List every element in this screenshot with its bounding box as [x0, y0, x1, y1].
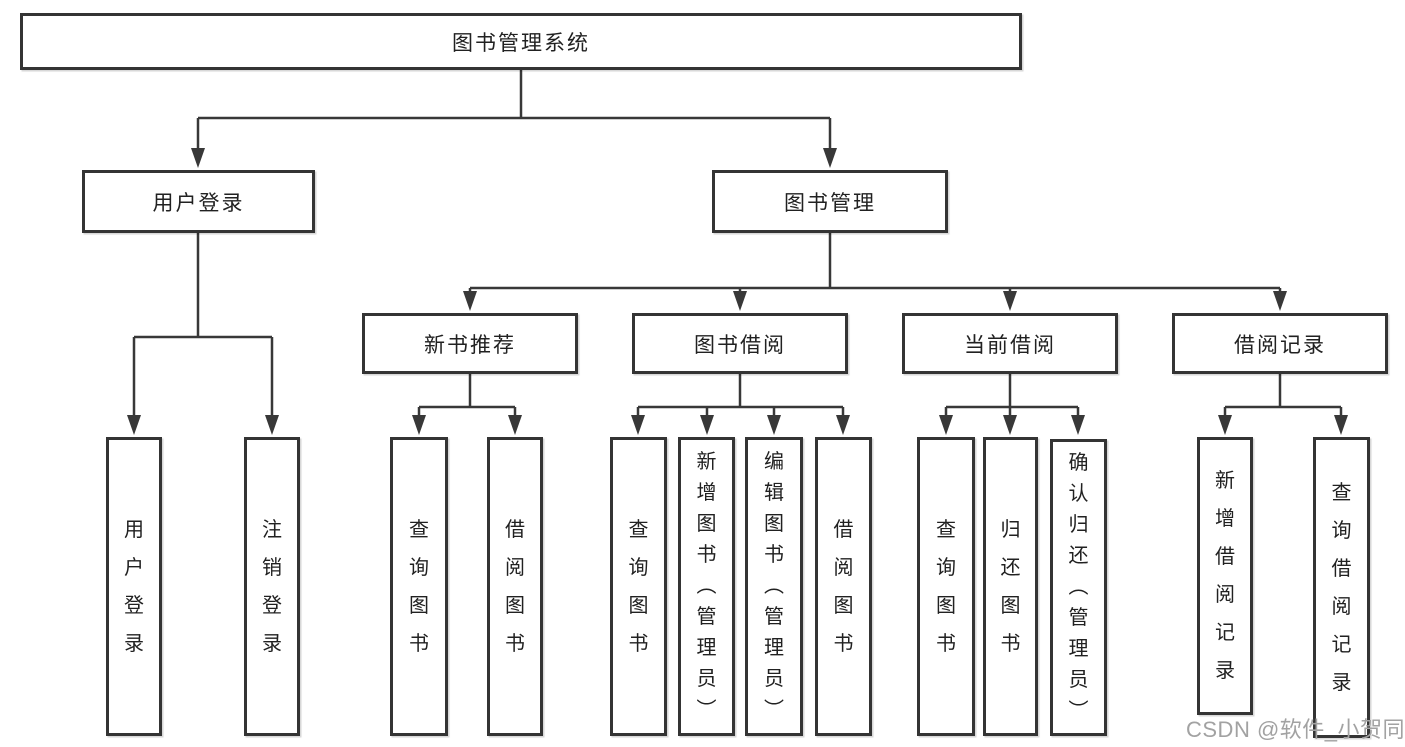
- node-leaf-nb-borrow-books: 借阅图书: [487, 437, 543, 736]
- arrowhead-down-icon: [127, 415, 141, 435]
- node-label: 借阅图书: [833, 518, 854, 655]
- node-leaf-cb-confirm-return: 确认归还︵管理员︶: [1050, 439, 1107, 736]
- arrowhead-down-icon: [508, 415, 522, 435]
- node-borrow-records: 借阅记录: [1172, 313, 1388, 374]
- arrowhead-down-icon: [700, 415, 714, 435]
- arrowhead-down-icon: [836, 415, 850, 435]
- node-label: 用户登录: [152, 191, 245, 215]
- watermark-text: CSDN @软件_小贺同学: [1186, 717, 1405, 742]
- node-label: 借阅图书: [505, 518, 525, 655]
- node-book-borrow: 图书借阅: [632, 313, 848, 374]
- arrowhead-down-icon: [631, 415, 645, 435]
- arrowhead-down-icon: [1273, 291, 1287, 311]
- node-label: 编辑图书︵管理员︶: [764, 451, 784, 721]
- node-leaf-user-login: 用户登录: [106, 437, 162, 736]
- node-root: 图书管理系统: [20, 13, 1022, 70]
- node-label: 确认归还︵管理员︶: [1068, 452, 1089, 722]
- node-user-login: 用户登录: [82, 170, 315, 233]
- node-label: 图书管理系统: [452, 31, 590, 55]
- node-label: 借阅记录: [1234, 333, 1326, 357]
- arrowhead-down-icon: [1218, 415, 1232, 435]
- node-leaf-bb-add-book: 新增图书︵管理员︶: [678, 437, 735, 736]
- node-leaf-cb-query-books: 查询图书: [917, 437, 975, 736]
- node-label: 新增图书︵管理员︶: [696, 451, 717, 721]
- node-current-borrow: 当前借阅: [902, 313, 1118, 374]
- node-label: 新书推荐: [424, 333, 516, 357]
- node-label: 查询借阅记录: [1331, 481, 1352, 694]
- node-leaf-bb-edit-book: 编辑图书︵管理员︶: [745, 437, 803, 736]
- node-leaf-bb-borrow-books: 借阅图书: [815, 437, 872, 736]
- node-label: 图书管理: [784, 191, 876, 215]
- arrowhead-down-icon: [939, 415, 953, 435]
- node-leaf-bb-query-books: 查询图书: [610, 437, 667, 736]
- node-label: 注销登录: [262, 518, 282, 655]
- node-label: 查询图书: [936, 518, 956, 655]
- arrowhead-down-icon: [733, 291, 747, 311]
- node-leaf-nb-query-books: 查询图书: [390, 437, 448, 736]
- arrowhead-down-icon: [191, 148, 205, 168]
- arrowhead-down-icon: [823, 148, 837, 168]
- node-label: 图书借阅: [694, 333, 786, 357]
- node-leaf-logout: 注销登录: [244, 437, 300, 736]
- arrowhead-down-icon: [1003, 415, 1017, 435]
- arrowhead-down-icon: [1334, 415, 1348, 435]
- node-label: 新增借阅记录: [1215, 470, 1235, 682]
- node-leaf-cb-return-books: 归还图书: [983, 437, 1038, 736]
- node-label: 查询图书: [628, 518, 649, 655]
- node-label: 当前借阅: [964, 333, 1056, 357]
- arrowhead-down-icon: [463, 291, 477, 311]
- node-book-management: 图书管理: [712, 170, 948, 233]
- node-new-book-recommend: 新书推荐: [362, 313, 578, 374]
- arrowhead-down-icon: [1071, 415, 1085, 435]
- node-label: 用户登录: [124, 518, 144, 655]
- node-leaf-br-add-record: 新增借阅记录: [1197, 437, 1253, 715]
- node-leaf-br-query-record: 查询借阅记录: [1313, 437, 1370, 738]
- arrowhead-down-icon: [767, 415, 781, 435]
- node-label: 归还图书: [1000, 518, 1021, 655]
- arrowhead-down-icon: [1003, 291, 1017, 311]
- arrowhead-down-icon: [412, 415, 426, 435]
- node-label: 查询图书: [409, 518, 429, 655]
- arrowhead-down-icon: [265, 415, 279, 435]
